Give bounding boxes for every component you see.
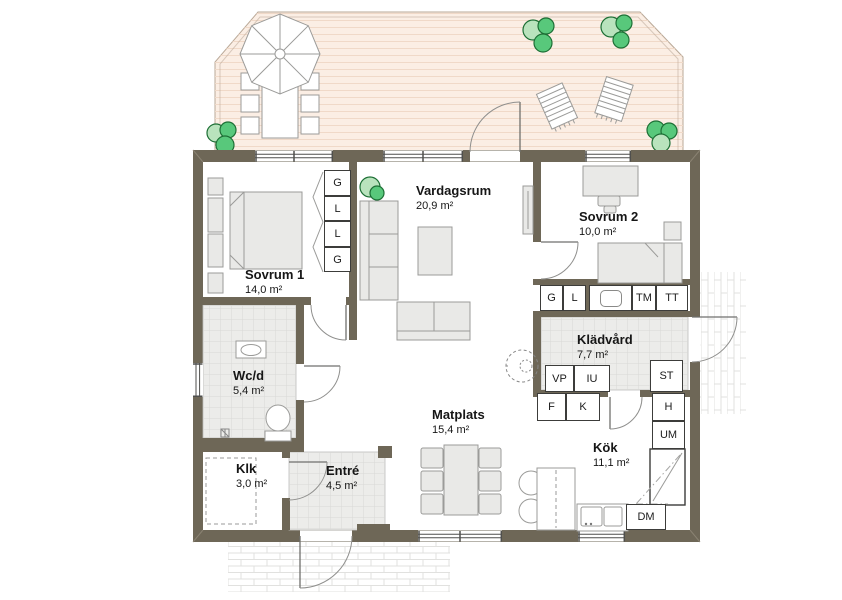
microwave-box: UM xyxy=(652,421,685,449)
dining-set-icon xyxy=(420,444,502,516)
room-name: Vardagsrum xyxy=(416,183,492,198)
entrance-paving xyxy=(228,542,450,592)
laundry-sink-icon xyxy=(599,289,622,307)
bush-icon xyxy=(206,14,678,155)
fridge-box: F xyxy=(537,393,566,421)
parasol-icon xyxy=(239,13,321,95)
coffee-table-icon xyxy=(417,226,453,276)
tiled-floor-entre xyxy=(288,451,386,531)
potted-plant-icon xyxy=(359,176,385,201)
washing-machine-box: TM xyxy=(632,285,656,311)
side-paving xyxy=(700,272,746,414)
room-area: 4,5 m² xyxy=(326,479,358,492)
closet-shelf-outline xyxy=(205,457,257,525)
room-label-kok: Kök 11,1 m² xyxy=(593,440,630,469)
tall-cabinet-box: H xyxy=(652,393,685,421)
washbasin-icon xyxy=(235,340,267,359)
room-label-wcd: Wc/d 5,4 m² xyxy=(233,368,265,397)
room-label-matplats: Matplats 15,4 m² xyxy=(432,407,485,436)
room-label-kladvard: Klädvård 7,7 m² xyxy=(577,332,633,361)
indoor-unit-box: IU xyxy=(574,365,610,392)
linen-closet-box: L xyxy=(324,221,351,247)
desk-icon xyxy=(582,165,639,214)
single-bed-icon xyxy=(597,221,683,284)
cleaning-closet-box: ST xyxy=(650,360,683,392)
room-name: Klk xyxy=(236,461,257,476)
tv-bench-icon xyxy=(522,185,534,235)
sun-lounger-icon xyxy=(535,82,579,132)
sun-lounger-icon xyxy=(594,75,634,124)
doors xyxy=(288,101,738,589)
room-name: Entré xyxy=(326,463,360,478)
room-label-sovrum1: Sovrum 1 14,0 m² xyxy=(245,267,305,296)
linen-closet-box: L xyxy=(563,285,586,311)
floor-drain-icon xyxy=(220,428,230,438)
corner-cabinet xyxy=(635,448,686,506)
room-area: 20,9 m² xyxy=(416,199,454,212)
room-area: 10,0 m² xyxy=(579,225,617,238)
windows xyxy=(192,150,701,542)
wardrobe-door-marks xyxy=(312,171,324,273)
wardrobe-box: G xyxy=(324,170,351,196)
room-name: Kök xyxy=(593,440,618,455)
heat-pump-box: VP xyxy=(545,365,574,392)
room-area: 14,0 m² xyxy=(245,283,283,296)
wardrobe-box: G xyxy=(540,285,563,311)
room-name: Wc/d xyxy=(233,368,265,383)
kitchen-peninsula xyxy=(518,467,576,531)
room-area: 5,4 m² xyxy=(233,384,265,397)
room-label-sovrum2: Sovrum 2 10,0 m² xyxy=(579,209,639,238)
kitchen-sink-icon xyxy=(576,503,629,532)
room-name: Matplats xyxy=(432,407,485,422)
freezer-box: K xyxy=(566,393,600,421)
room-label-entre: Entré 4,5 m² xyxy=(326,463,360,492)
room-area: 3,0 m² xyxy=(236,477,268,490)
bedroom1-shelves xyxy=(207,177,224,294)
sofa-icon xyxy=(359,200,471,341)
double-bed-icon xyxy=(229,191,303,270)
room-label-klk: Klk 3,0 m² xyxy=(236,461,268,490)
laundry-sink-box xyxy=(589,285,632,311)
wardrobe-box: G xyxy=(324,247,351,272)
room-name: Klädvård xyxy=(577,332,633,347)
linen-closet-box: L xyxy=(324,196,351,221)
dishwasher-box: DM xyxy=(626,504,666,530)
room-area: 7,7 m² xyxy=(577,348,609,361)
vacuum-symbol xyxy=(505,349,539,383)
room-name: Sovrum 1 xyxy=(245,267,305,282)
room-area: 11,1 m² xyxy=(593,456,630,469)
room-area: 15,4 m² xyxy=(432,423,470,436)
tumble-dryer-box: TT xyxy=(656,285,688,311)
room-name: Sovrum 2 xyxy=(579,209,639,224)
room-label-vardagsrum: Vardagsrum 20,9 m² xyxy=(416,183,492,212)
toilet-icon xyxy=(264,404,292,442)
